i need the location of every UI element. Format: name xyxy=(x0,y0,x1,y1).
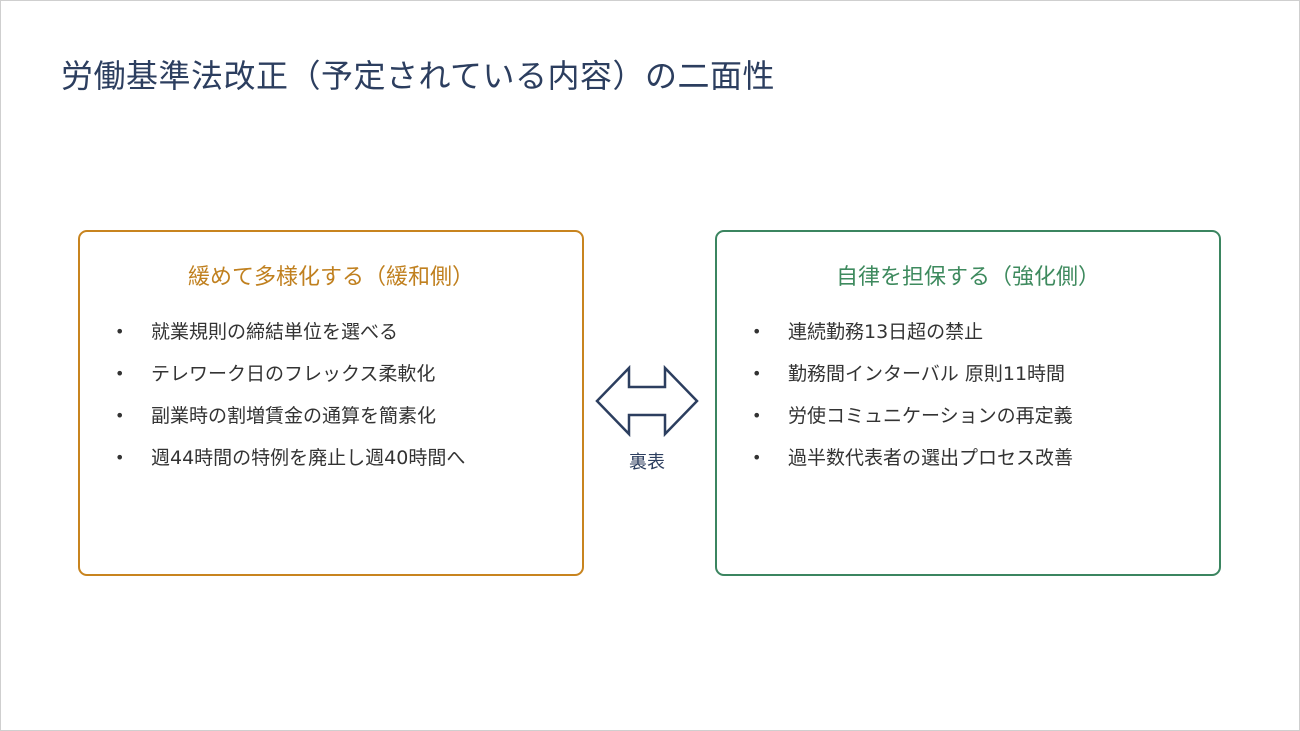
relaxation-list: • 就業規則の締結単位を選べる • テレワーク日のフレックス柔軟化 • 副業時の… xyxy=(80,311,582,479)
list-item: • 労使コミュニケーションの再定義 xyxy=(717,395,1219,437)
list-item: • 過半数代表者の選出プロセス改善 xyxy=(717,437,1219,479)
reinforcement-list: • 連続勤務13日超の禁止 • 勤務間インターバル 原則11時間 • 労使コミュ… xyxy=(717,311,1219,479)
list-item: • テレワーク日のフレックス柔軟化 xyxy=(80,353,582,395)
list-item-text: 勤務間インターバル 原則11時間 xyxy=(788,363,1066,385)
double-arrow-svg xyxy=(595,364,699,438)
bullet-icon: • xyxy=(752,448,762,467)
arrow-label: 裏表 xyxy=(629,452,665,473)
list-item-text: テレワーク日のフレックス柔軟化 xyxy=(151,363,436,385)
bullet-icon: • xyxy=(752,364,762,383)
double-arrow-icon xyxy=(594,364,700,438)
reinforcement-heading: 自律を担保する（強化側） xyxy=(835,265,1100,290)
list-item-text: 連続勤務13日超の禁止 xyxy=(788,321,984,343)
bullet-icon: • xyxy=(115,322,125,341)
list-item-text: 就業規則の締結単位を選べる xyxy=(151,321,399,343)
list-item: • 週44時間の特例を廃止し週40時間へ xyxy=(80,437,582,479)
page-title: 労働基準法改正（予定されている内容）の二面性 xyxy=(61,57,776,95)
list-item: • 勤務間インターバル 原則11時間 xyxy=(717,353,1219,395)
list-item: • 就業規則の締結単位を選べる xyxy=(80,311,582,353)
relaxation-panel: 緩めて多様化する（緩和側） • 就業規則の締結単位を選べる • テレワーク日のフ… xyxy=(78,230,584,576)
bullet-icon: • xyxy=(115,406,125,425)
bullet-icon: • xyxy=(115,364,125,383)
list-item: • 副業時の割増賃金の通算を簡素化 xyxy=(80,395,582,437)
bullet-icon: • xyxy=(752,322,762,341)
list-item-text: 労使コミュニケーションの再定義 xyxy=(788,405,1073,427)
bullet-icon: • xyxy=(115,448,125,467)
list-item-text: 週44時間の特例を廃止し週40時間へ xyxy=(151,447,466,469)
reinforcement-panel: 自律を担保する（強化側） • 連続勤務13日超の禁止 • 勤務間インターバル 原… xyxy=(715,230,1221,576)
relaxation-heading: 緩めて多様化する（緩和側） xyxy=(187,265,474,290)
list-item: • 連続勤務13日超の禁止 xyxy=(717,311,1219,353)
list-item-text: 副業時の割増賃金の通算を簡素化 xyxy=(151,405,437,427)
list-item-text: 過半数代表者の選出プロセス改善 xyxy=(788,447,1074,469)
bullet-icon: • xyxy=(752,406,762,425)
